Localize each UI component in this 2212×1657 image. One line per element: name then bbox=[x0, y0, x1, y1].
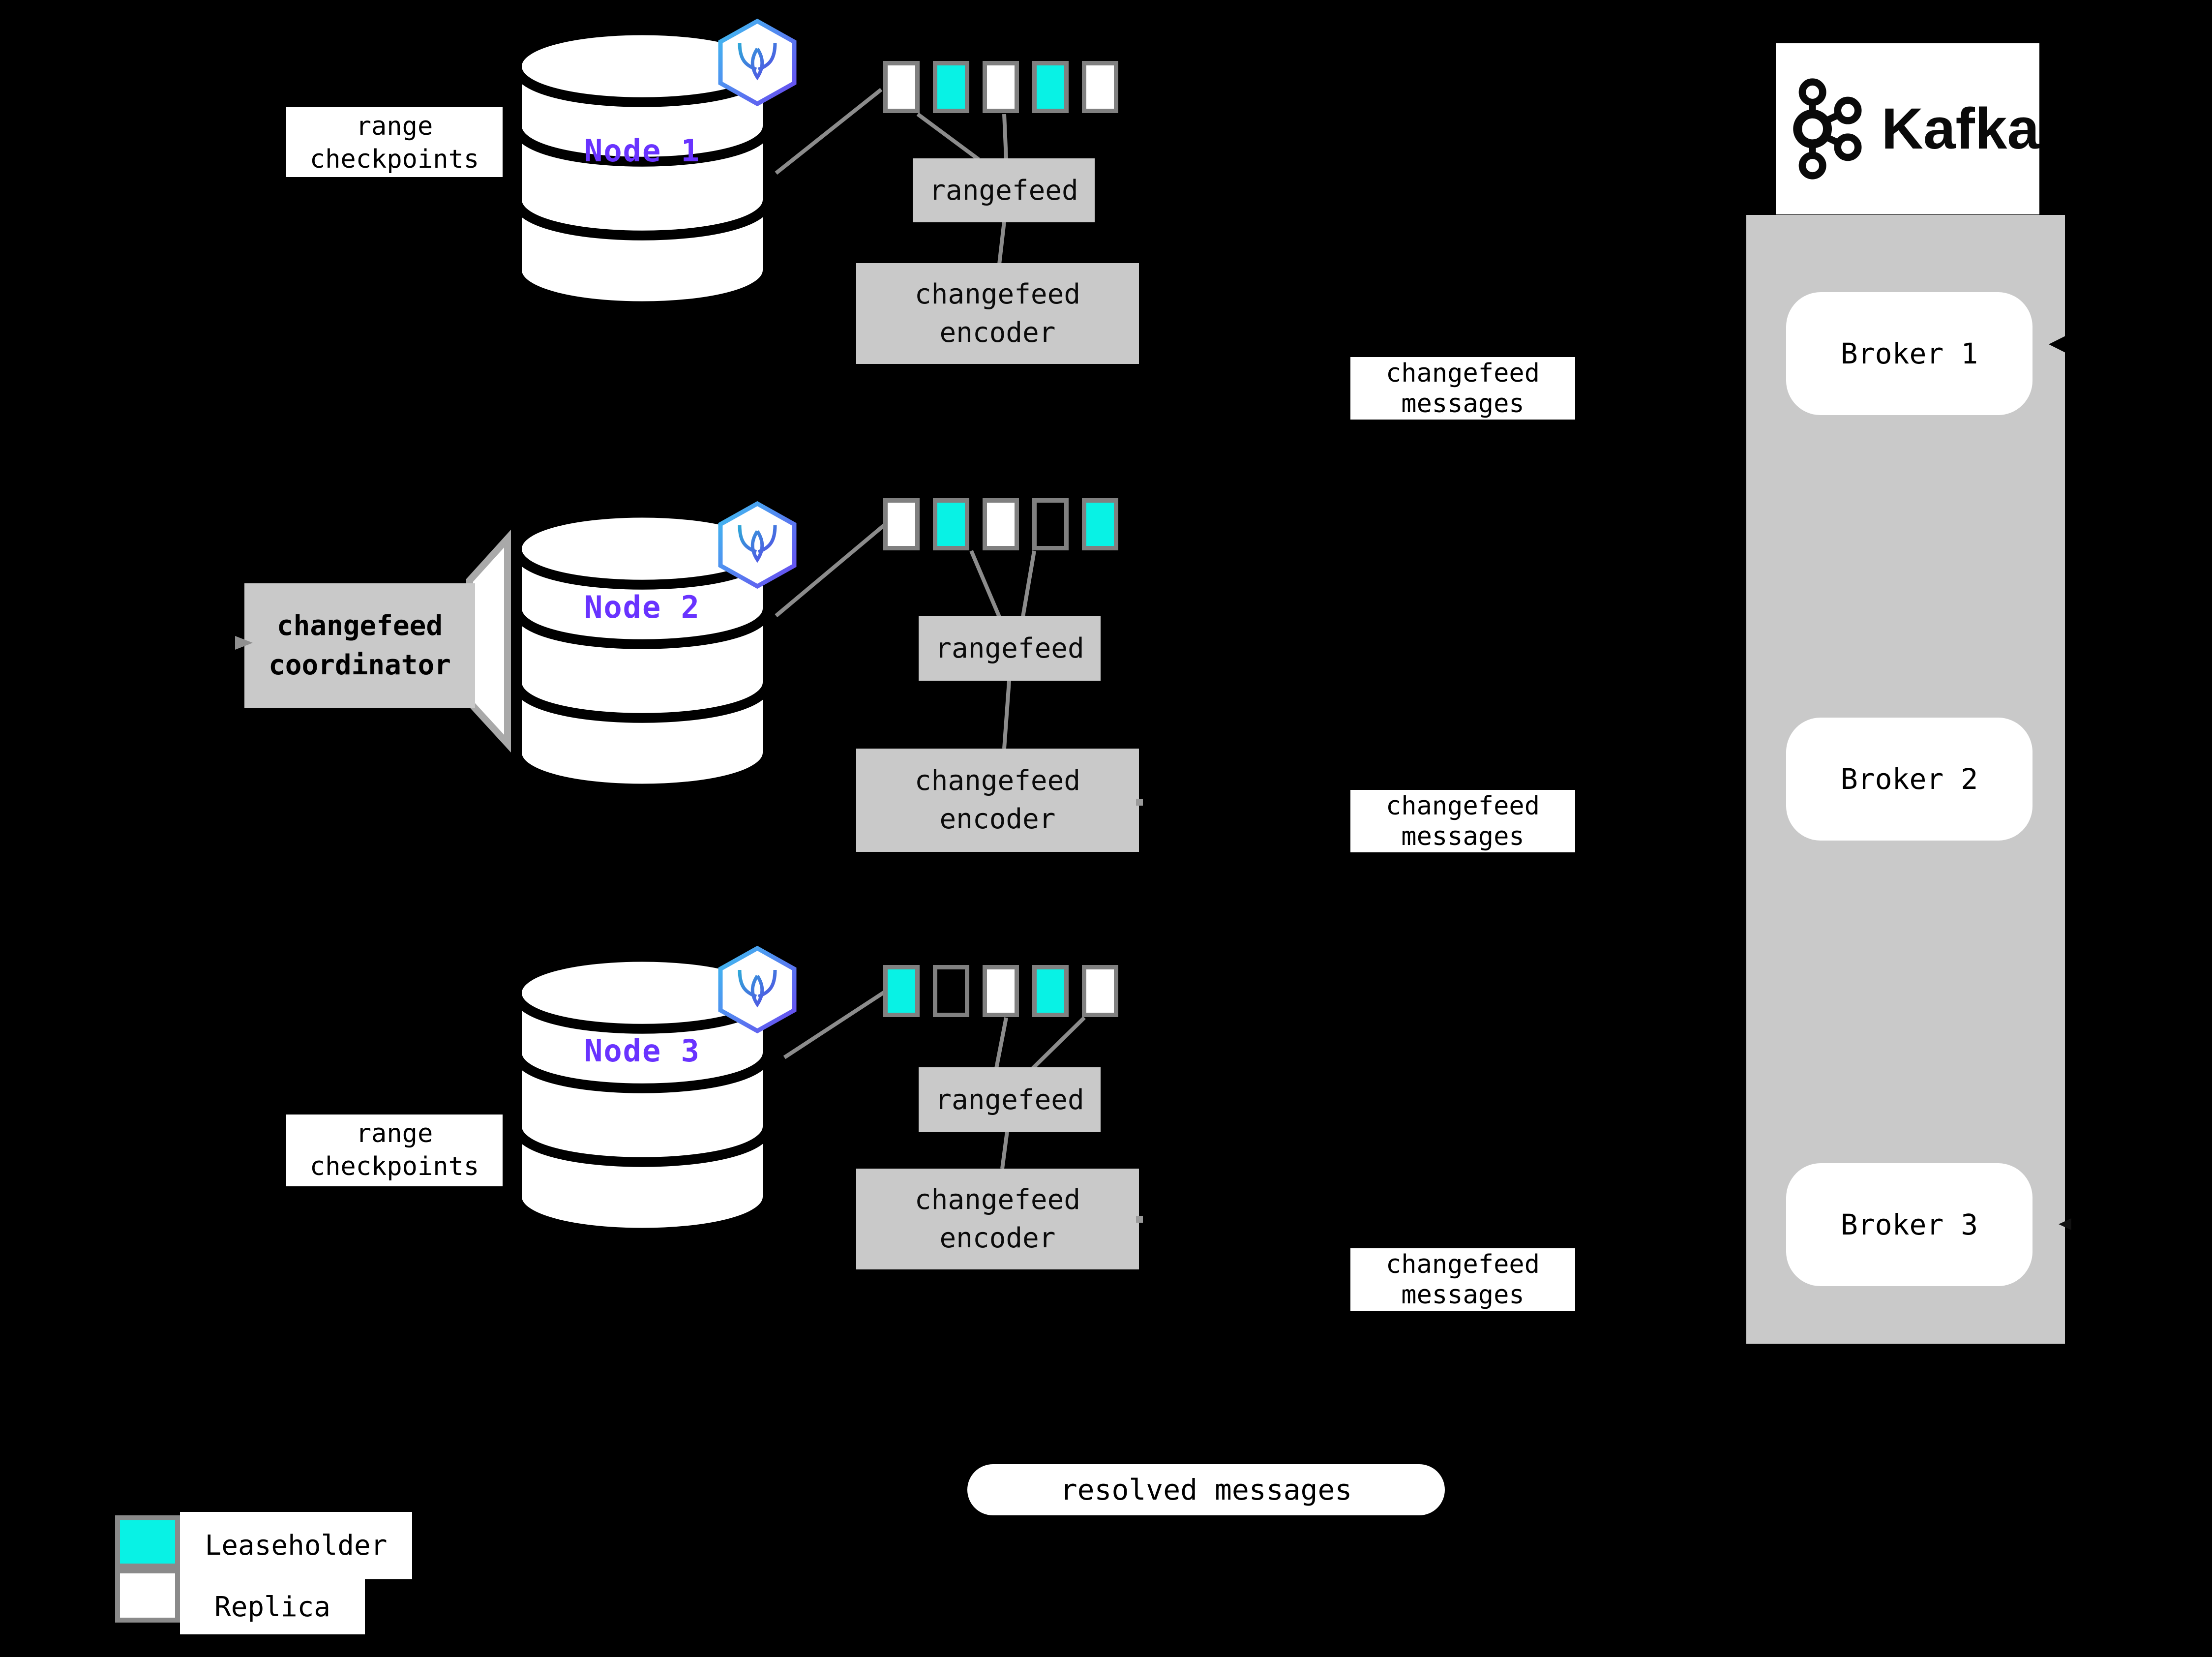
legend-swatch-leaseholder bbox=[115, 1515, 180, 1568]
node3-label: Node 3 bbox=[584, 1033, 700, 1069]
kafka-logo-icon bbox=[1793, 78, 1862, 180]
node2-rangefeed-box: rangefeed bbox=[919, 616, 1101, 681]
node2-range-4 bbox=[1032, 498, 1069, 550]
legend-label-leaseholder: Leaseholder bbox=[180, 1512, 412, 1579]
node2-encoder-box: changefeed encoder bbox=[856, 749, 1139, 852]
node2-range-3 bbox=[983, 498, 1019, 550]
node3-cylinder bbox=[512, 952, 773, 1238]
node3-range-5 bbox=[1082, 965, 1118, 1017]
node2-range-5 bbox=[1082, 498, 1118, 550]
node1-cylinder bbox=[512, 25, 773, 311]
encoder-text-line2: encoder bbox=[939, 803, 1056, 835]
node1-connectors bbox=[775, 88, 1008, 265]
node1-range-3 bbox=[983, 61, 1019, 113]
broker-2: Broker 2 bbox=[1786, 718, 2033, 841]
encoder-text-line2: encoder bbox=[939, 1222, 1056, 1254]
crdb-icon-node2 bbox=[718, 501, 797, 589]
range-checkpoints-label-1: range checkpoints bbox=[286, 107, 503, 177]
node1-range-2 bbox=[933, 61, 969, 113]
changefeed-messages-label-2: changefeed messages bbox=[1350, 790, 1575, 852]
node2-range-2 bbox=[933, 498, 969, 550]
changefeed-messages-label-1: changefeed messages bbox=[1350, 357, 1575, 420]
node3-range-3 bbox=[983, 965, 1019, 1017]
node2-connectors bbox=[775, 522, 1036, 749]
crdb-icon-node1 bbox=[718, 18, 797, 107]
node3-rangefeed-box: rangefeed bbox=[919, 1067, 1101, 1132]
node1-range-5 bbox=[1082, 61, 1118, 113]
node2-label: Node 2 bbox=[584, 589, 700, 625]
encoder-text-line1: changefeed bbox=[914, 765, 1081, 797]
resolved-messages-label: resolved messages bbox=[967, 1464, 1445, 1515]
node2-range-1 bbox=[883, 498, 920, 550]
range-checkpoints-label-2: range checkpoints bbox=[286, 1115, 503, 1186]
legend-swatch-replica bbox=[115, 1568, 180, 1623]
broker-1: Broker 1 bbox=[1786, 292, 2033, 415]
encoder-text-line1: changefeed bbox=[914, 278, 1081, 310]
legend-label-replica: Replica bbox=[180, 1579, 365, 1634]
node3-connectors bbox=[783, 990, 1086, 1169]
changefeed-coordinator-box: changefeed coordinator bbox=[244, 583, 475, 708]
node1-label: Node 1 bbox=[584, 133, 700, 169]
kafka-wordmark: Kafka bbox=[1881, 96, 2039, 161]
node1-range-1 bbox=[883, 61, 920, 113]
encoder-text-line1: changefeed bbox=[914, 1183, 1081, 1216]
broker-3: Broker 3 bbox=[1786, 1163, 2033, 1286]
node3-range-1 bbox=[883, 965, 920, 1017]
kafka-logo-box: Kafka bbox=[1776, 43, 2039, 214]
node3-encoder-box: changefeed encoder bbox=[856, 1169, 1139, 1269]
node1-encoder-box: changefeed encoder bbox=[856, 263, 1139, 364]
node3-range-4 bbox=[1032, 965, 1069, 1017]
encoder-text-line2: encoder bbox=[939, 316, 1056, 349]
crdb-icon-node3 bbox=[718, 945, 797, 1034]
changefeed-messages-label-3: changefeed messages bbox=[1350, 1248, 1575, 1311]
node2-cylinder bbox=[512, 508, 773, 794]
node3-range-2 bbox=[933, 965, 969, 1017]
node1-range-4 bbox=[1032, 61, 1069, 113]
node1-rangefeed-box: rangefeed bbox=[913, 158, 1095, 222]
